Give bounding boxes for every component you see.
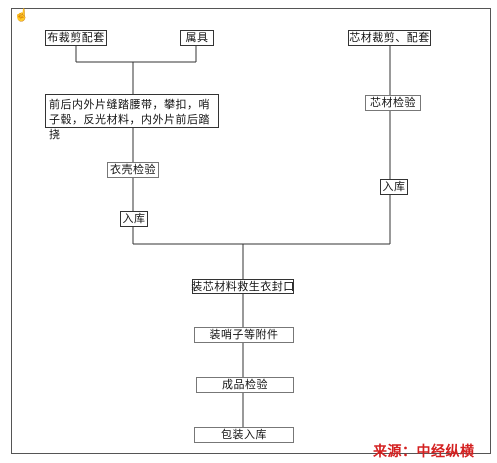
hand-pointer-icon: ☝ (14, 8, 29, 22)
source-label: 来源：中经纵横 (373, 444, 475, 460)
node-accessories: 属具 (180, 30, 214, 46)
node-assemble: 装芯材料救生衣封口 (191, 279, 295, 294)
node-fabric-cut: 布裁剪配套 (45, 30, 107, 46)
node-shell-store: 入库 (120, 211, 148, 227)
node-packing: 包装入库 (194, 427, 294, 443)
diagram-frame (11, 8, 491, 454)
node-core-cut: 芯材裁剪、配套 (348, 30, 431, 46)
node-final-inspect: 成品检验 (196, 377, 294, 393)
node-shell-inspect: 衣壳检验 (107, 162, 159, 178)
node-core-store: 入库 (380, 179, 408, 195)
node-whistle: 装哨子等附件 (194, 327, 294, 343)
node-core-inspect: 芯材检验 (365, 95, 421, 111)
node-sewing: 前后内外片缝踏腰带，攀扣，哨子毂，反光材料，内外片前后踏挠 (45, 94, 219, 141)
